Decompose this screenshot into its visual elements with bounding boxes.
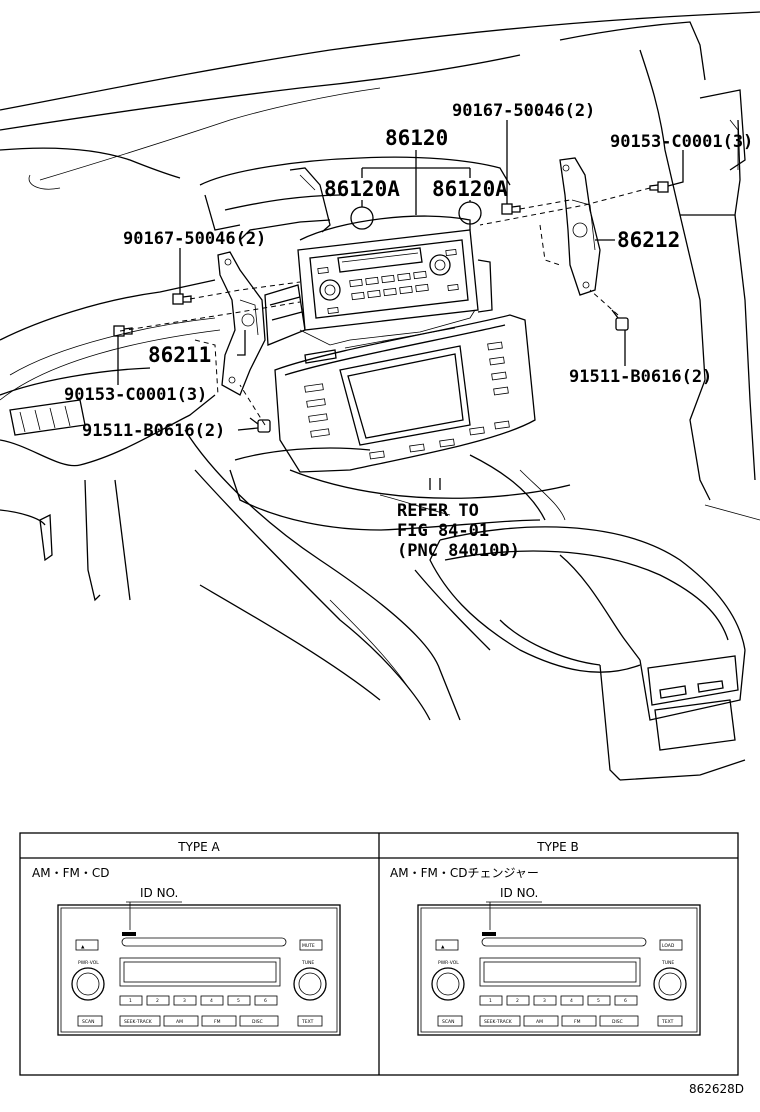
bracket-86212: [559, 157, 601, 296]
svg-text:DISC: DISC: [612, 1019, 623, 1025]
type-a-desc: AM・FM・CD: [32, 866, 109, 880]
label-refer-2: FIG 84-01: [397, 521, 489, 541]
svg-text:AM: AM: [176, 1019, 183, 1025]
svg-text:SEEK·TRACK: SEEK·TRACK: [124, 1019, 153, 1025]
navigation-panel: [274, 314, 536, 473]
type-b-header: TYPE B: [536, 840, 579, 854]
svg-text:TEXT: TEXT: [661, 1019, 674, 1025]
svg-text:FM: FM: [214, 1019, 221, 1025]
type-a-header: TYPE A: [177, 840, 220, 854]
svg-text:1: 1: [129, 998, 132, 1004]
svg-text:LOAD: LOAD: [662, 943, 675, 949]
type-table: TYPE A TYPE B AM・FM・CD AM・FM・CDチェンジャー: [19, 832, 739, 1076]
figure-id: 862628D: [689, 1082, 744, 1096]
svg-text:TUNE: TUNE: [301, 960, 314, 966]
svg-text:1: 1: [489, 998, 492, 1004]
svg-text:6: 6: [624, 998, 627, 1004]
part-labels: 86120 86120A 86120A 90167-50046(2) 90153…: [64, 101, 753, 561]
label-90167-right: 90167-50046(2): [452, 101, 595, 121]
assembly-lines: [119, 187, 651, 426]
svg-text:2: 2: [516, 998, 519, 1004]
dashboard-drawing: [0, 11, 760, 781]
svg-text:5: 5: [237, 998, 240, 1004]
id-label-b: ID NO.: [500, 886, 538, 900]
svg-text:6: 6: [264, 998, 267, 1004]
label-86120: 86120: [385, 126, 448, 150]
bracket-86211: [217, 251, 266, 396]
id-label-a: ID NO.: [140, 886, 178, 900]
svg-text:▲: ▲: [441, 945, 445, 950]
svg-text:PWR·VOL: PWR·VOL: [438, 960, 459, 966]
screw-90167-right-icon: [501, 203, 521, 215]
label-90153-left: 90153-C0001(3): [64, 385, 207, 405]
type-b-desc: AM・FM・CDチェンジャー: [390, 866, 539, 880]
svg-text:2: 2: [156, 998, 159, 1004]
svg-text:SCAN: SCAN: [82, 1019, 94, 1025]
label-90153-right: 90153-C0001(3): [610, 132, 753, 152]
svg-text:5: 5: [597, 998, 600, 1004]
label-86212: 86212: [617, 228, 680, 252]
svg-text:3: 3: [183, 998, 186, 1004]
label-91511-right: 91511-B0616(2): [569, 367, 712, 387]
svg-text:4: 4: [210, 998, 213, 1004]
svg-text:AM: AM: [536, 1019, 543, 1025]
knob-86120A-left: [350, 206, 374, 230]
svg-text:PWR·VOL: PWR·VOL: [78, 960, 99, 966]
radio-face-type-b: ID NO. ▲ LOAD PWR·VOL TUNE 1 2 3 4 5 6: [417, 886, 701, 1036]
bolt-90153-right-icon: [649, 181, 669, 193]
svg-text:SCAN: SCAN: [442, 1019, 454, 1025]
clip-91511-left-icon: [249, 417, 271, 433]
label-refer-1: REFER TO: [397, 501, 479, 521]
label-86120A-left: 86120A: [324, 177, 400, 201]
svg-text:FM: FM: [574, 1019, 581, 1025]
label-86120A-right: 86120A: [432, 177, 508, 201]
label-86211: 86211: [148, 343, 211, 367]
svg-text:3: 3: [543, 998, 546, 1004]
svg-text:TUNE: TUNE: [661, 960, 674, 966]
svg-text:▲: ▲: [81, 945, 85, 950]
radio-face-type-a: ID NO. ▲ MUTE PWR·VOL TUNE 1 2 3 4 5 6: [57, 886, 341, 1036]
svg-text:DISC: DISC: [252, 1019, 263, 1025]
head-unit-86120: [264, 201, 493, 346]
svg-text:4: 4: [570, 998, 573, 1004]
bolt-90153-left-icon: [113, 325, 133, 337]
clip-91511-right-icon: [611, 309, 629, 331]
label-refer-3: (PNC 84010D): [397, 541, 520, 561]
screw-90167-left-icon: [172, 293, 192, 305]
svg-text:TEXT: TEXT: [301, 1019, 314, 1025]
label-91511-left: 91511-B0616(2): [82, 421, 225, 441]
svg-text:MUTE: MUTE: [302, 943, 315, 949]
leader-lines: [117, 120, 684, 490]
label-90167-left: 90167-50046(2): [123, 229, 266, 249]
svg-text:SEEK·TRACK: SEEK·TRACK: [484, 1019, 513, 1025]
